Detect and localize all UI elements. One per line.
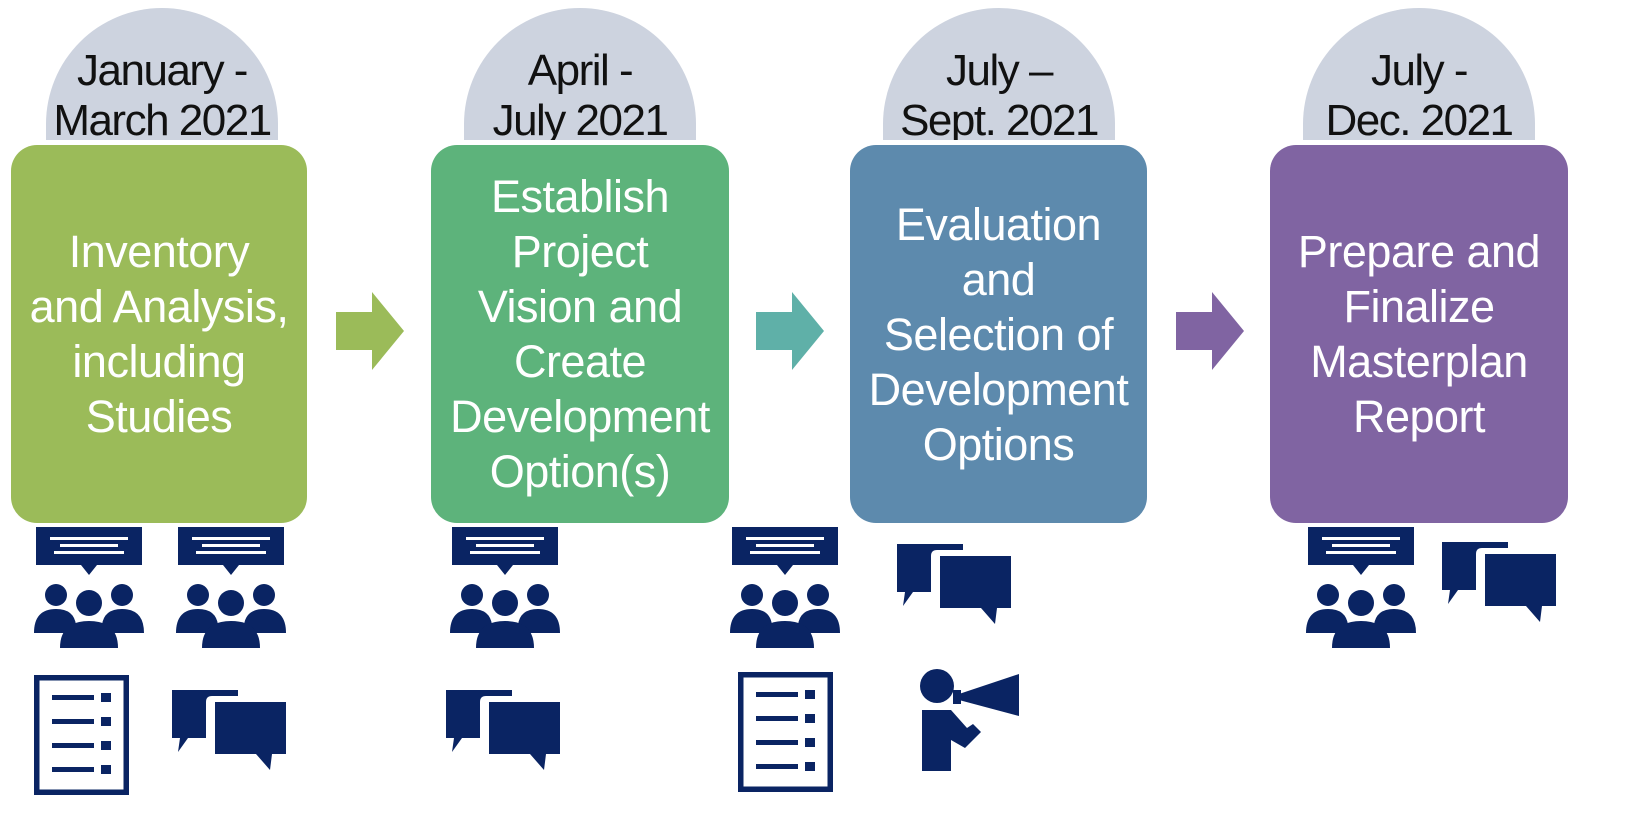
phase-3-box: Evaluation and Selection of Development … (850, 145, 1147, 523)
phase-1-box: Inventory and Analysis, including Studie… (11, 145, 307, 523)
arrow-right-icon (756, 292, 824, 370)
phase-1-date-dome: January - March 2021 (46, 8, 278, 140)
phase-3-date-dome: July – Sept. 2021 (883, 8, 1115, 140)
presentation-audience-icon (1306, 525, 1416, 650)
phase-4-box: Prepare and Finalize Masterplan Report (1270, 145, 1568, 523)
arrow-right-icon (1176, 292, 1244, 370)
phase-4-date-line2: Dec. 2021 (1325, 96, 1514, 140)
phase-4-date-dome: July - Dec. 2021 (1303, 8, 1535, 140)
phase-2-box: Establish Project Vision and Create Deve… (431, 145, 729, 523)
chat-bubbles-icon (1438, 540, 1563, 630)
phase-2-date-line1: April - (527, 46, 634, 95)
chat-bubbles-icon (442, 688, 567, 778)
survey-checklist-icon (738, 672, 833, 792)
presentation-audience-icon (34, 525, 144, 650)
phase-4-date-line1: July - (1370, 46, 1469, 95)
presentation-audience-icon (730, 525, 840, 650)
phase-3-date-line2: Sept. 2021 (900, 96, 1099, 140)
phase-2-date-dome: April - July 2021 (464, 8, 696, 140)
phase-4-title: Prepare and Finalize Masterplan Report (1297, 226, 1541, 442)
phase-1-date-line1: January - (77, 46, 248, 95)
presentation-audience-icon (450, 525, 560, 650)
chat-bubbles-icon (893, 542, 1018, 632)
chat-bubbles-icon (168, 688, 293, 778)
phase-2-date-line2: July 2021 (492, 96, 669, 140)
phase-1-date-line2: March 2021 (53, 96, 272, 140)
phase-1-title: Inventory and Analysis, including Studie… (29, 226, 289, 442)
arrow-right-icon (336, 292, 404, 370)
presentation-audience-icon (176, 525, 286, 650)
phase-3-title: Evaluation and Selection of Development … (868, 198, 1129, 470)
megaphone-speaker-icon (917, 668, 1022, 773)
survey-checklist-icon (34, 675, 129, 795)
phase-2-title: Establish Project Vision and Create Deve… (450, 171, 710, 497)
phase-3-date-line1: July – (946, 46, 1053, 95)
